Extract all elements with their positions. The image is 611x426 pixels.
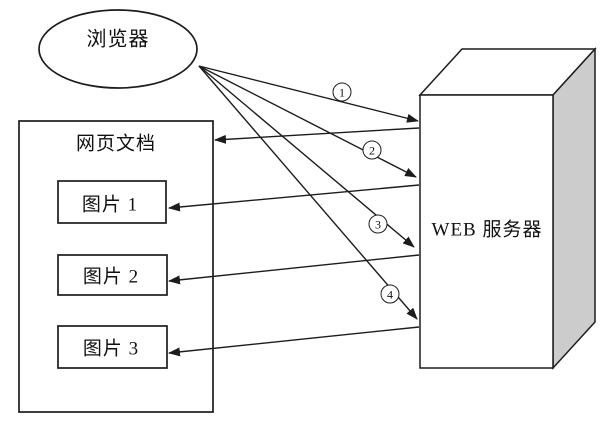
document-label: 网页文档	[75, 133, 157, 155]
browser-label: 浏览器	[86, 28, 150, 51]
server-node	[418, 47, 597, 370]
server-side-face	[552, 47, 596, 370]
circled-number-3: 3	[368, 214, 388, 234]
response-arrow-image2	[168, 254, 420, 285]
circled-number-4: 4	[380, 284, 400, 304]
image1-box	[57, 180, 167, 224]
response-arrow-document	[214, 127, 420, 144]
request-arrow-2	[198, 65, 417, 178]
response-arrow-image3	[168, 326, 420, 357]
server-label: WEB 服务器	[431, 219, 543, 241]
browser-node	[38, 9, 198, 89]
image1-label: 图片 1	[81, 194, 139, 216]
request-arrow-1	[198, 65, 419, 123]
image2-label: 图片 2	[82, 266, 140, 288]
image3-box	[57, 325, 168, 369]
circled-number-1: 1	[332, 82, 352, 102]
response-arrow-image1	[168, 184, 420, 212]
circled-number-2: 2	[362, 140, 382, 160]
image2-box	[57, 254, 168, 296]
request-arrow-4	[198, 65, 418, 320]
image3-label: 图片 3	[82, 338, 140, 360]
server-front-face	[419, 94, 554, 369]
